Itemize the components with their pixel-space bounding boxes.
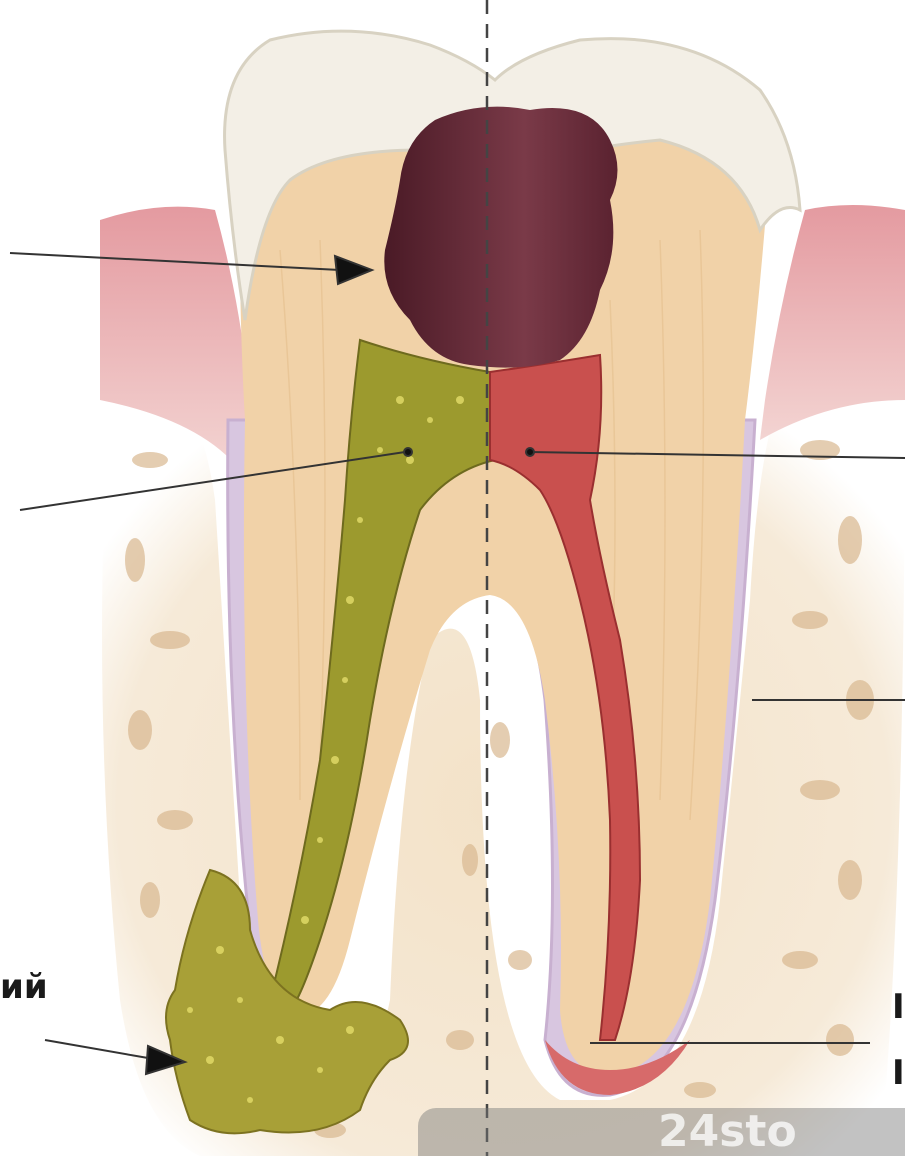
- pointer-infected-dot: [404, 448, 412, 456]
- label-right-partial-2: I: [892, 1056, 905, 1090]
- label-left-partial: ий: [0, 970, 48, 1004]
- pointer-pulp-dot: [526, 448, 534, 456]
- label-right-partial-1: I: [892, 990, 905, 1024]
- carious-cavity: [384, 107, 617, 368]
- watermark: 24sto: [418, 1108, 905, 1156]
